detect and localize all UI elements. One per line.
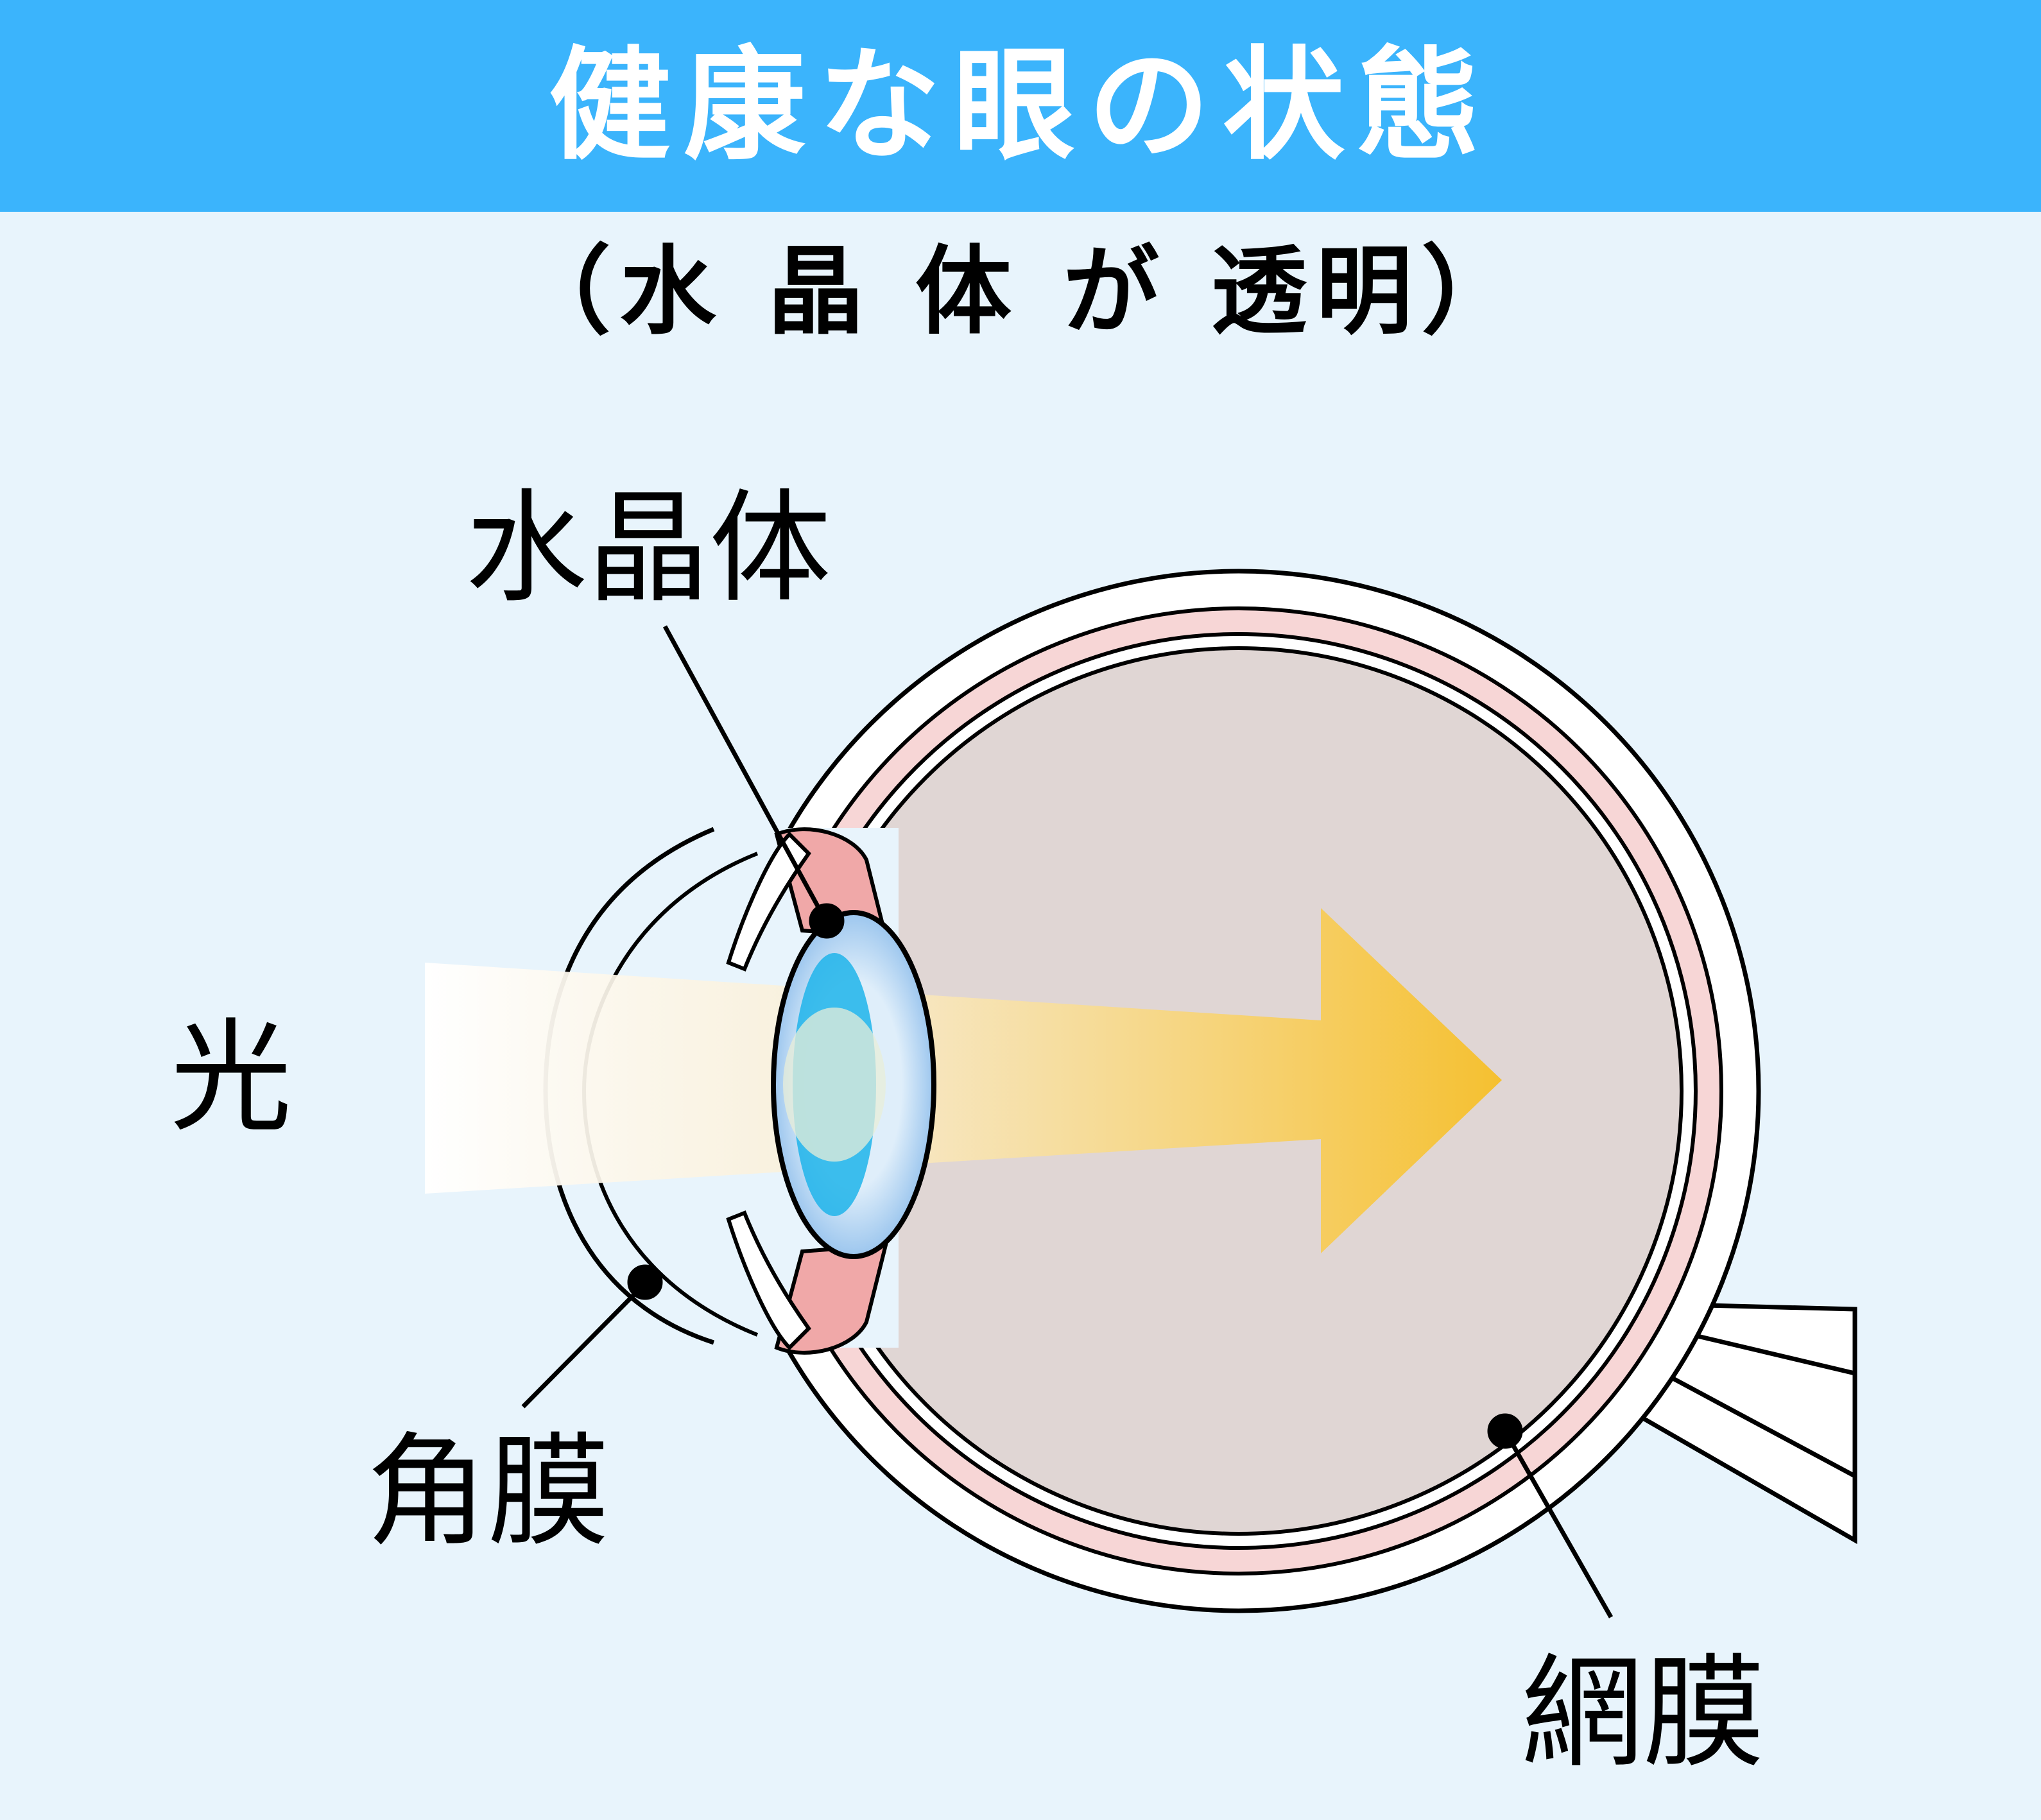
lens-pointer-dot [809, 903, 845, 939]
leader-lines [521, 625, 1614, 1618]
light-beam-arrow [425, 908, 1502, 1253]
page-title: 健康な眼の状態 [548, 35, 1492, 176]
label-light: 光 [170, 1007, 293, 1149]
cornea-pointer-dot [627, 1264, 663, 1300]
retina-pointer-dot [1487, 1413, 1523, 1449]
label-cornea: 角膜 [366, 1421, 610, 1563]
iris-bottom [726, 1210, 811, 1351]
lens-nucleus-highlight [783, 1008, 886, 1162]
label-lens: 水晶体 [465, 477, 832, 619]
header-bar: 健康な眼の状態 [0, 0, 2041, 212]
subtitle: （水 晶 体 が 透明） [514, 236, 1527, 348]
label-retina: 網膜 [1521, 1642, 1766, 1784]
iris-top [726, 831, 811, 972]
